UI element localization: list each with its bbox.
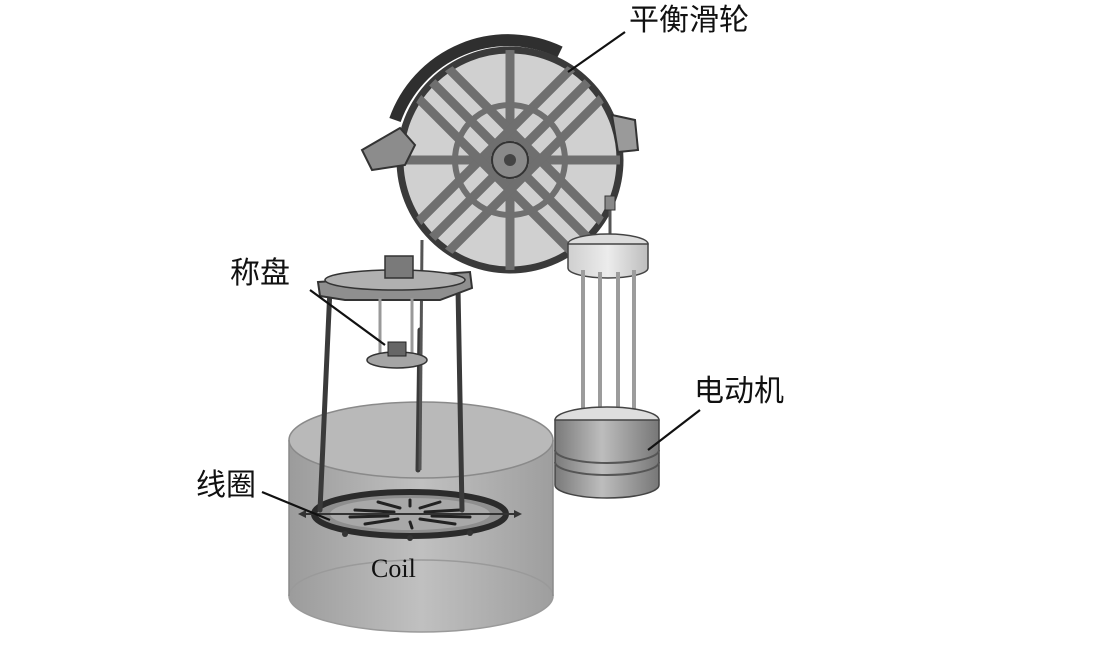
label-motor: 电动机	[694, 374, 784, 409]
label-weighing-pan: 称盘	[230, 256, 290, 291]
label-balance-pulley: 平衡滑轮	[629, 3, 749, 38]
balance-pulley-wheel	[360, 34, 640, 274]
leader-lines	[261, 31, 701, 522]
motor-assembly	[554, 195, 660, 499]
pan-frame	[316, 255, 474, 369]
label-coil-en: Coil	[371, 554, 416, 583]
coil-ring	[298, 489, 522, 541]
label-coil-cn: 线圈	[196, 468, 256, 503]
